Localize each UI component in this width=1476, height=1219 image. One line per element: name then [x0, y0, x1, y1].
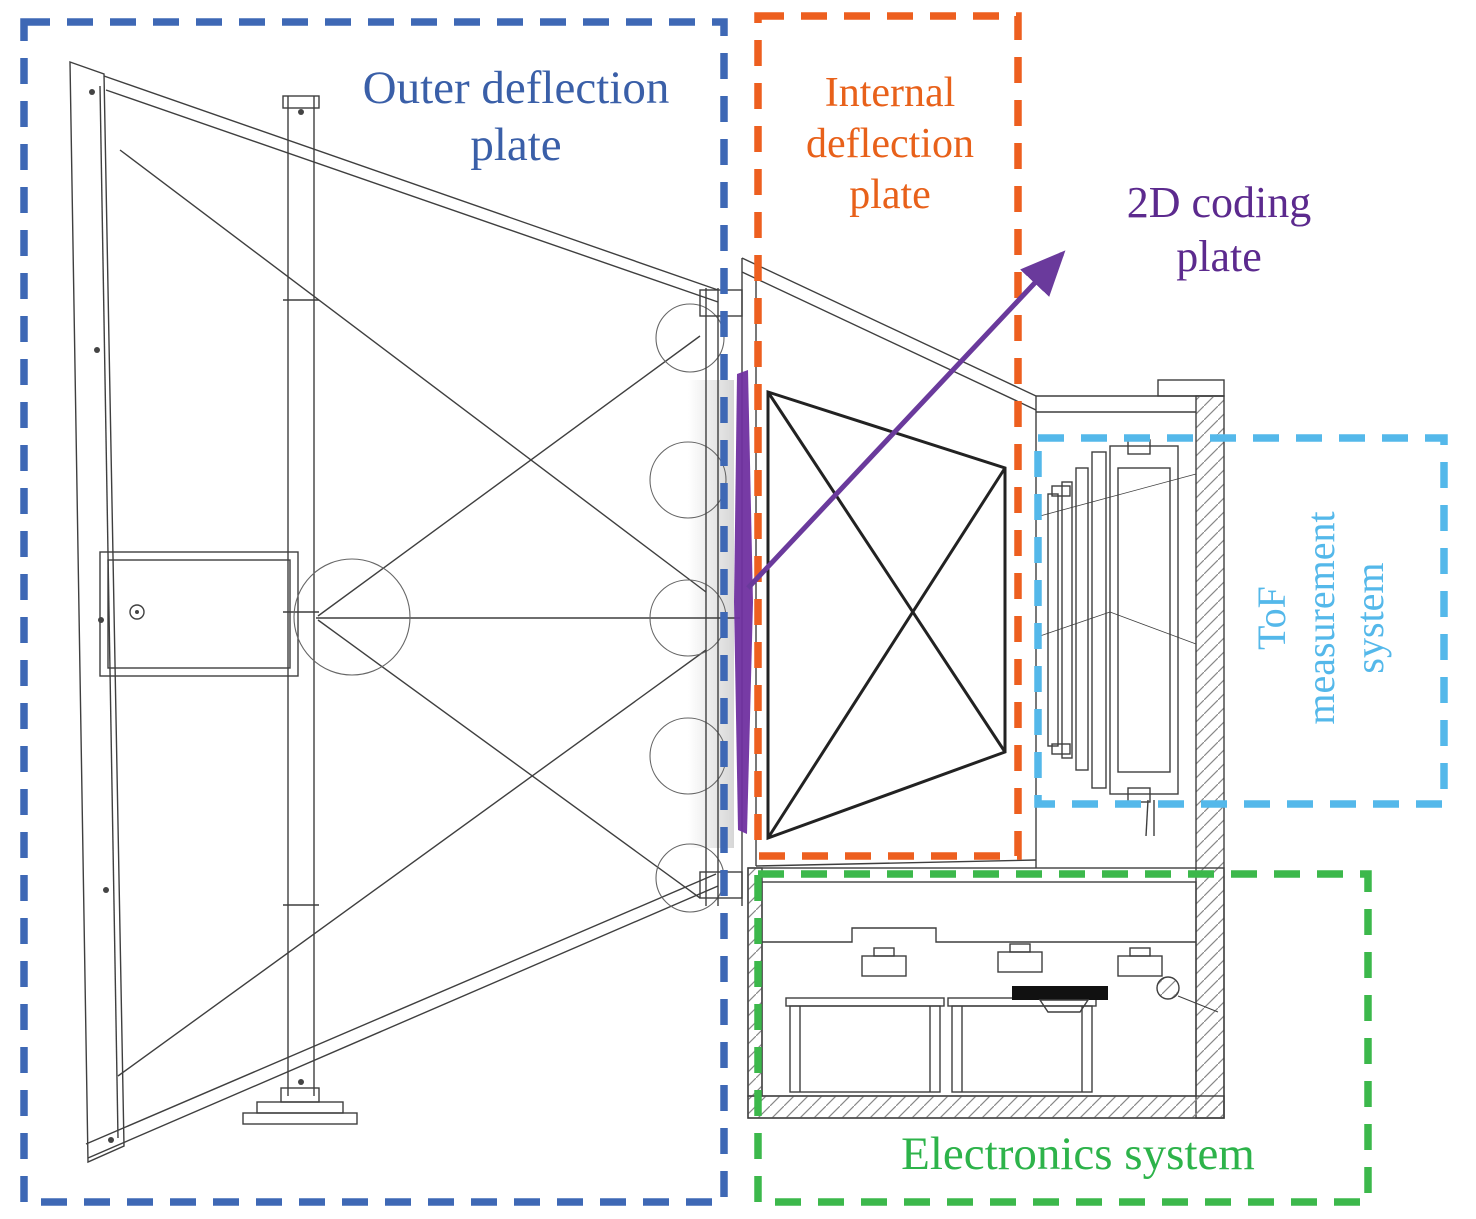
coding-plate-arrow	[746, 250, 1066, 590]
technical-drawing	[69, 61, 1225, 1164]
electronics-annotation-box	[754, 870, 1372, 1206]
tof-measurement-label: ToF measurement system	[1249, 511, 1392, 725]
internal-deflection-annotation-box	[754, 12, 1022, 860]
outer-deflection-assembly	[69, 61, 743, 1164]
tof-detector-assembly	[1036, 379, 1225, 1119]
coding-plate-highlight	[734, 370, 753, 834]
outer-deflection-label: Outer deflection plate	[362, 62, 670, 172]
internal-deflection-label: Internal deflection plate	[806, 70, 974, 219]
coding-plate-label: 2D coding plate	[1126, 178, 1312, 281]
electronics-system-label: Electronics system	[901, 1128, 1255, 1180]
electronics-assembly	[747, 867, 1225, 1119]
outer-deflection-annotation-box	[20, 18, 728, 1206]
internal-deflection-assembly	[741, 257, 1037, 906]
